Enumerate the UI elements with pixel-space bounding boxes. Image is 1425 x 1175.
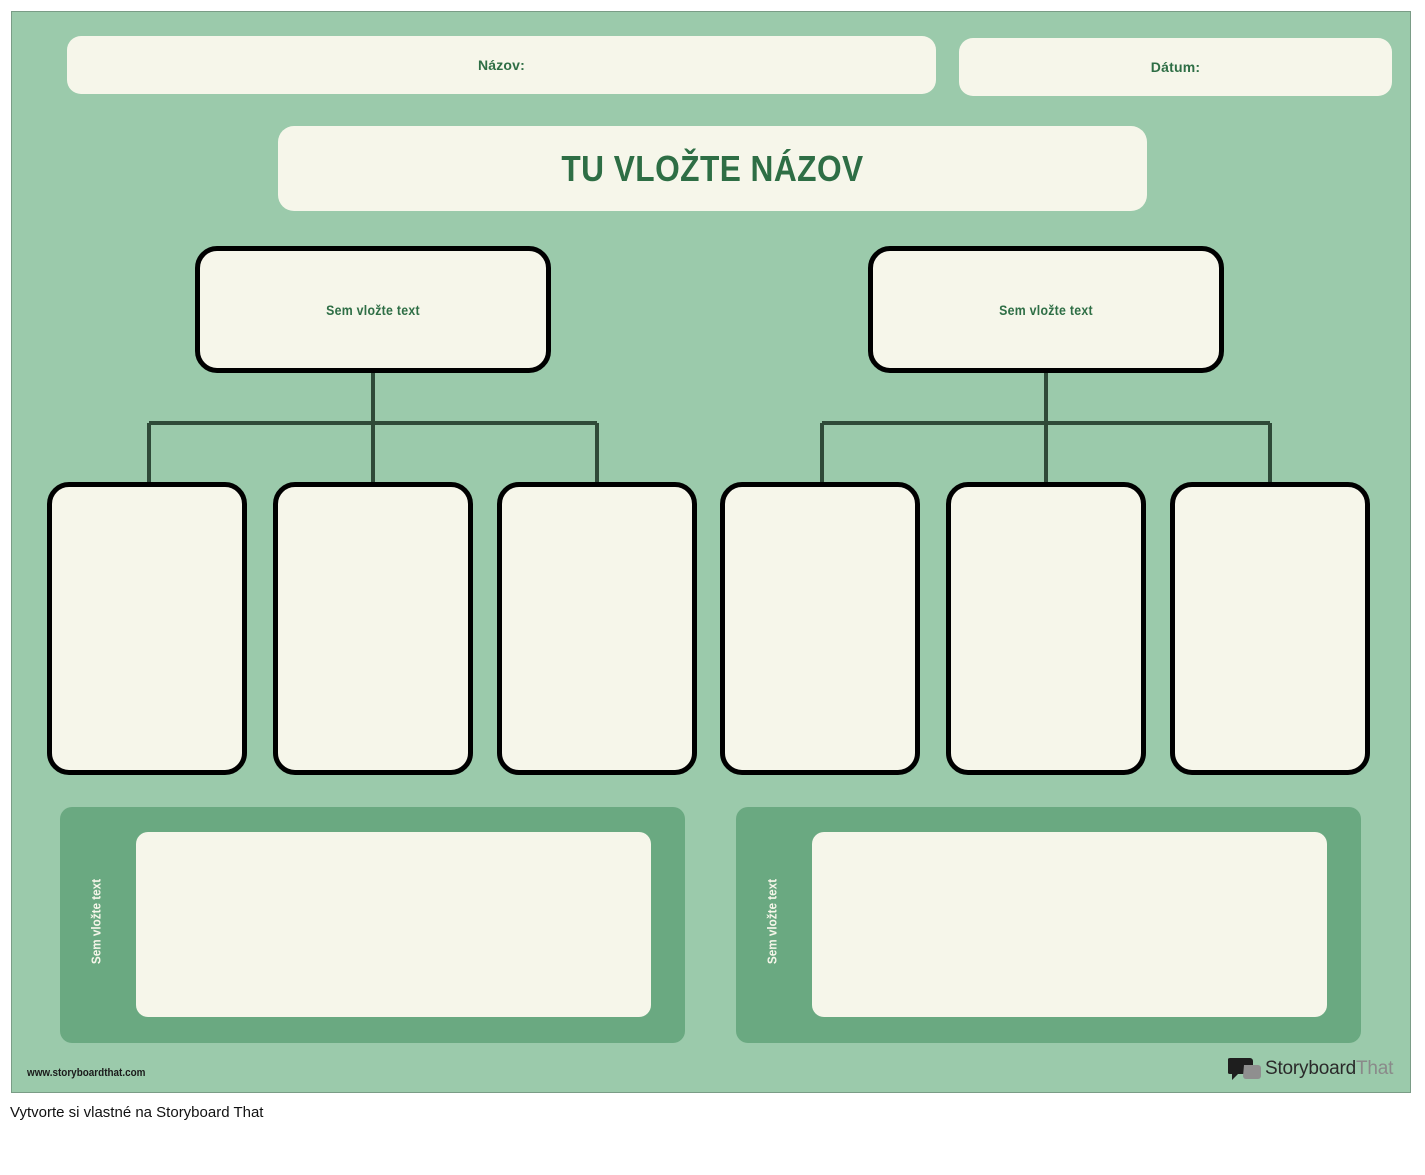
storyboardthat-wordmark: StoryboardThat bbox=[1265, 1058, 1393, 1080]
group-1-heading: Sem vložte text bbox=[326, 301, 420, 318]
group-1-heading-box[interactable]: Sem vložte text bbox=[195, 246, 551, 373]
group-2-child-box-2[interactable] bbox=[946, 482, 1146, 775]
worksheet-canvas: Názov: Dátum: TU VLOŽTE NÁZOV Sem vložte… bbox=[11, 11, 1411, 1093]
notes-panel-2-label: Sem vložte text bbox=[764, 878, 780, 965]
notes-panel-1-label: Sem vložte text bbox=[88, 878, 104, 965]
group-2-heading-box[interactable]: Sem vložte text bbox=[868, 246, 1224, 373]
worksheet-title: TU VLOŽTE NÁZOV bbox=[561, 147, 864, 189]
group-2-child-box-1[interactable] bbox=[720, 482, 920, 775]
notes-panel-1: Sem vložte text bbox=[60, 807, 685, 1043]
storyboard-that-speech-bubble-logo-icon bbox=[1228, 1058, 1261, 1080]
date-label: Dátum: bbox=[1150, 59, 1201, 75]
notes-panel-1-input[interactable] bbox=[136, 832, 651, 1017]
notes-panel-2: Sem vložte text bbox=[736, 807, 1361, 1043]
page-caption[interactable]: Vytvorte si vlastné na Storyboard That bbox=[10, 1104, 264, 1121]
group-1-child-box-1[interactable] bbox=[47, 482, 247, 775]
group-2-heading: Sem vložte text bbox=[999, 301, 1093, 318]
title-banner[interactable]: TU VLOŽTE NÁZOV bbox=[278, 126, 1147, 211]
date-field[interactable]: Dátum: bbox=[959, 38, 1392, 96]
storyboardthat-logo[interactable]: StoryboardThat bbox=[1228, 1056, 1393, 1082]
footer-url[interactable]: www.storyboardthat.com bbox=[27, 1067, 146, 1079]
brand-main: Storyboard bbox=[1265, 1058, 1356, 1079]
name-field[interactable]: Názov: bbox=[67, 36, 936, 94]
notes-panel-2-input[interactable] bbox=[812, 832, 1327, 1017]
brand-suffix: That bbox=[1355, 1058, 1394, 1079]
group-1-child-box-3[interactable] bbox=[497, 482, 697, 775]
group-1-child-box-2[interactable] bbox=[273, 482, 473, 775]
group-2-child-box-3[interactable] bbox=[1170, 482, 1370, 775]
name-label: Názov: bbox=[477, 57, 526, 73]
